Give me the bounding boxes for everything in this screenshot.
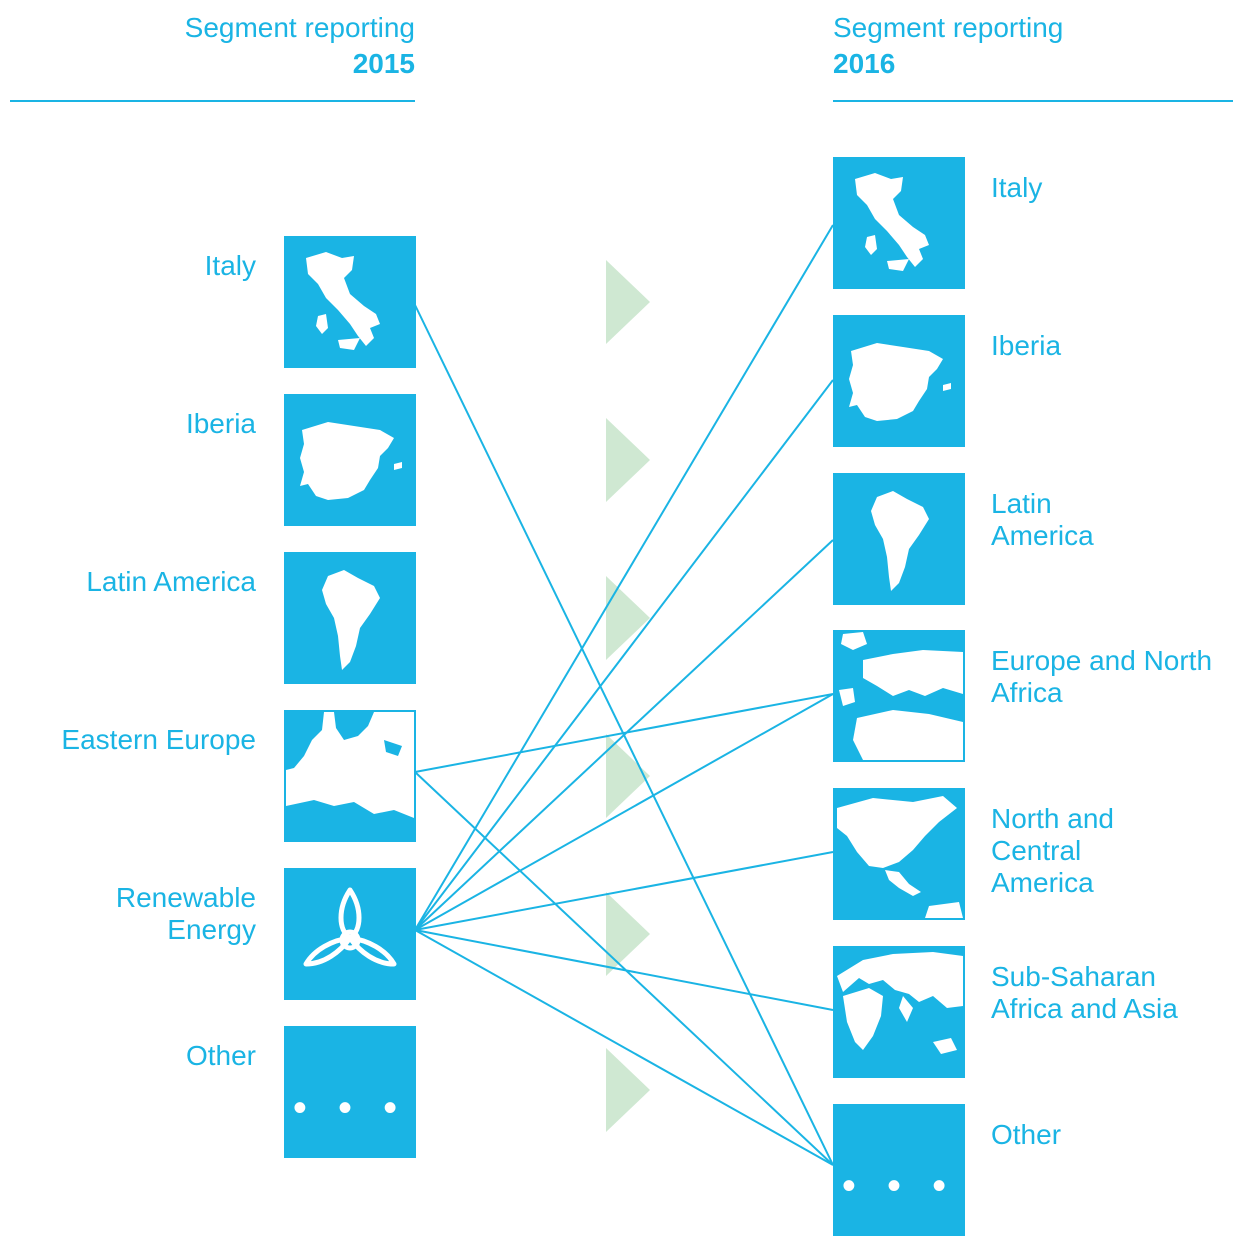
left-header-rule	[10, 100, 415, 102]
africa-asia-map-icon	[837, 952, 963, 1054]
europe-north-africa-map-icon	[839, 632, 963, 760]
right-box-iberia	[833, 315, 965, 447]
italy-map-icon	[306, 252, 380, 350]
left-box-eastern-europe	[284, 710, 416, 842]
left-label-other: Other	[185, 1040, 256, 1071]
right-header-rule	[833, 100, 1233, 102]
right-label-other: Other	[991, 1119, 1062, 1150]
connector-renewable-to-north-central-america	[414, 851, 834, 931]
transition-arrow-icon	[606, 260, 650, 344]
latin-america-map-icon	[322, 570, 380, 670]
right-box-latin-america	[833, 473, 965, 605]
transition-arrow-icon	[606, 734, 650, 818]
right-header-title: Segment reporting	[833, 12, 1064, 43]
connector-renewable-to-other	[414, 929, 834, 1166]
left-box-iberia	[284, 394, 416, 526]
right-label-north-central-america: North and Central America	[991, 803, 1114, 898]
iberia-map-icon	[300, 422, 402, 500]
right-label-italy: Italy	[991, 172, 1043, 203]
left-header-year: 2015	[352, 48, 415, 79]
north-central-america-map-icon	[837, 796, 963, 918]
turbine-icon	[303, 887, 397, 967]
right-box-europe-north-africa	[833, 630, 965, 762]
right-header: Segment reporting 2016	[833, 10, 1233, 82]
connector-renewable-to-africa-asia	[414, 929, 834, 1011]
transition-arrow-icon	[606, 892, 650, 976]
dots-icon: • • •	[841, 1164, 957, 1208]
right-label-europe-north-africa: Europe and North Africa	[991, 645, 1213, 708]
left-box-latin-america	[284, 552, 416, 684]
left-label-iberia: Iberia	[185, 408, 256, 439]
right-box-other: • • •	[833, 1104, 965, 1236]
right-box-north-central-america	[833, 788, 965, 920]
connector-eastern-europe-to-other	[414, 771, 834, 1166]
left-label-eastern-europe: Eastern Europe	[61, 724, 256, 755]
dots-icon: • • •	[292, 1086, 408, 1130]
connector-renewable-to-europe-north-africa	[414, 693, 834, 931]
left-label-latin-america: Latin America	[86, 566, 256, 597]
left-label-italy: Italy	[204, 250, 256, 281]
iberia-map-icon	[849, 343, 951, 421]
connector-renewable-to-iberia	[414, 379, 834, 931]
connector-eastern-europe-to-europe-north-africa	[414, 693, 834, 773]
connector-renewable-to-italy	[414, 224, 834, 931]
connector-renewable-to-latin-america	[414, 539, 834, 931]
left-header-title: Segment reporting	[184, 12, 415, 43]
right-label-africa-asia: Sub-Saharan Africa and Asia	[991, 961, 1178, 1024]
left-box-other: • • •	[284, 1026, 416, 1158]
transition-arrow-icon	[606, 1048, 650, 1132]
latin-america-map-icon	[871, 491, 929, 591]
right-label-iberia: Iberia	[991, 330, 1062, 361]
transition-arrow-icon	[606, 576, 650, 660]
left-label-renewable-energy: Renewable Energy	[115, 882, 256, 945]
left-box-italy	[284, 236, 416, 368]
eastern-europe-map-icon	[286, 712, 414, 840]
italy-map-icon	[855, 173, 929, 271]
right-box-italy	[833, 157, 965, 289]
transition-arrow-icon	[606, 418, 650, 502]
right-header-year: 2016	[833, 48, 896, 79]
right-box-africa-asia	[833, 946, 965, 1078]
left-box-renewable-energy	[284, 868, 416, 1000]
right-label-latin-america: Latin America	[991, 488, 1094, 551]
left-header: Segment reporting 2015	[10, 10, 415, 82]
